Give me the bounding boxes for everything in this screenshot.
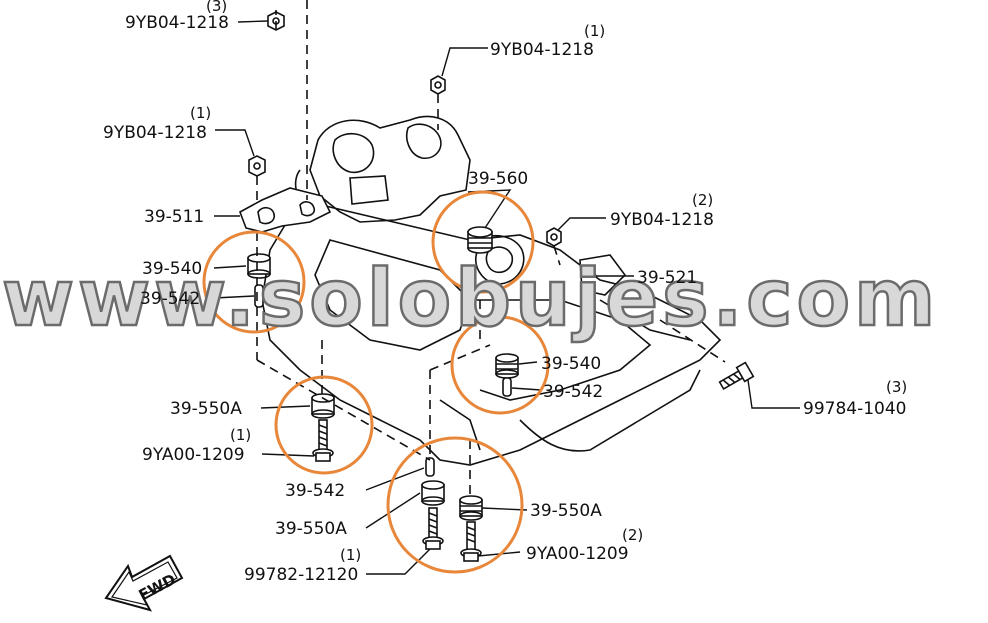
svg-text:39-540: 39-540 <box>142 259 202 279</box>
svg-text:(1): (1) <box>190 104 211 122</box>
svg-text:39-542: 39-542 <box>543 382 603 402</box>
label-9ya00-1209-right: (2) 9YA00-1209 <box>526 526 643 564</box>
fwd-arrow-icon: FWD <box>104 554 184 612</box>
bolt-9ya00-1209-left <box>312 419 334 462</box>
label-39-511: 39-511 <box>144 207 204 227</box>
label-99782-12120: (1) 99782-12120 <box>244 546 361 585</box>
label-39-560: 39-560 <box>468 169 528 189</box>
highlight-circle-39-560 <box>431 190 535 294</box>
svg-text:9YB04-1218: 9YB04-1218 <box>490 40 594 60</box>
label-39-521: 39-521 <box>637 268 697 288</box>
label-9yb04-1218-right: (2) 9YB04-1218 <box>610 191 714 230</box>
pin-39-542-bottom <box>425 457 435 477</box>
label-39-542-bottom: 39-542 <box>285 481 345 501</box>
svg-text:39-550A: 39-550A <box>275 519 347 539</box>
svg-text:(1): (1) <box>230 426 251 444</box>
svg-text:9YB04-1218: 9YB04-1218 <box>610 210 714 230</box>
label-39-542-right: 39-542 <box>543 382 603 402</box>
part-labels: (3) 9YB04-1218 (1) 9YB04-1218 (1) 9YB04-… <box>103 0 907 585</box>
svg-text:99784-1040: 99784-1040 <box>803 399 906 419</box>
svg-text:99782-12120: 99782-12120 <box>244 565 358 585</box>
highlight-circle-left-bolt <box>274 375 374 475</box>
highlight-circle-right-mount <box>450 315 550 415</box>
label-39-540-right: 39-540 <box>541 354 601 374</box>
svg-text:39-550A: 39-550A <box>530 501 602 521</box>
bushing-39-540-right <box>495 353 519 379</box>
label-39-542-left: 39-542 <box>140 289 200 309</box>
mount-assembly-drawing <box>239 11 755 562</box>
svg-text:39-560: 39-560 <box>468 169 528 189</box>
svg-text:(3): (3) <box>206 0 227 15</box>
label-9yb04-1218-upper-right: (1) 9YB04-1218 <box>490 22 605 60</box>
svg-text:9YA00-1209: 9YA00-1209 <box>142 445 245 465</box>
svg-text:(1): (1) <box>340 546 361 564</box>
nut-upper-center <box>430 75 446 95</box>
highlight-circle-bottom-stack <box>386 436 524 574</box>
bushing-39-540-left <box>247 253 271 279</box>
bushing-39-550a-center <box>421 480 445 506</box>
bushing-39-560 <box>467 226 493 254</box>
svg-text:(3): (3) <box>886 378 907 396</box>
bolt-99784-1040 <box>718 361 755 391</box>
label-39-550a-left: 39-550A <box>170 399 242 419</box>
label-9yb04-1218-left: (1) 9YB04-1218 <box>103 104 211 143</box>
label-39-550a-center: 39-550A <box>275 519 347 539</box>
label-99784-1040: (3) 99784-1040 <box>803 378 907 419</box>
label-9yb04-1218-top: (3) 9YB04-1218 <box>125 0 229 33</box>
svg-text:(2): (2) <box>692 191 713 209</box>
nut-left <box>248 155 266 177</box>
bushing-39-550a-right <box>459 495 483 521</box>
label-39-540-left: 39-540 <box>142 259 202 279</box>
svg-text:(1): (1) <box>584 22 605 40</box>
svg-text:39-542: 39-542 <box>140 289 200 309</box>
svg-text:39-540: 39-540 <box>541 354 601 374</box>
bolt-9ya00-1209-right <box>460 521 482 562</box>
pin-39-542-left <box>254 284 264 308</box>
svg-text:(2): (2) <box>622 526 643 544</box>
highlight-circles <box>202 190 550 574</box>
svg-text:9YB04-1218: 9YB04-1218 <box>125 13 229 33</box>
svg-text:39-542: 39-542 <box>285 481 345 501</box>
label-9ya00-1209-left: (1) 9YA00-1209 <box>142 426 251 465</box>
alignment-lines <box>256 0 726 495</box>
watermark-text: www.solobujes.com <box>2 254 939 344</box>
highlight-circle-left-mount <box>202 230 306 334</box>
svg-text:39-521: 39-521 <box>637 268 697 288</box>
svg-text:39-511: 39-511 <box>144 207 204 227</box>
nut-right <box>546 227 562 247</box>
label-39-550a-right: 39-550A <box>530 501 602 521</box>
svg-text:39-550A: 39-550A <box>170 399 242 419</box>
bolt-99782-12120 <box>422 507 444 550</box>
pin-39-542-right <box>502 377 512 397</box>
svg-text:9YB04-1218: 9YB04-1218 <box>103 123 207 143</box>
svg-text:9YA00-1209: 9YA00-1209 <box>526 544 629 564</box>
